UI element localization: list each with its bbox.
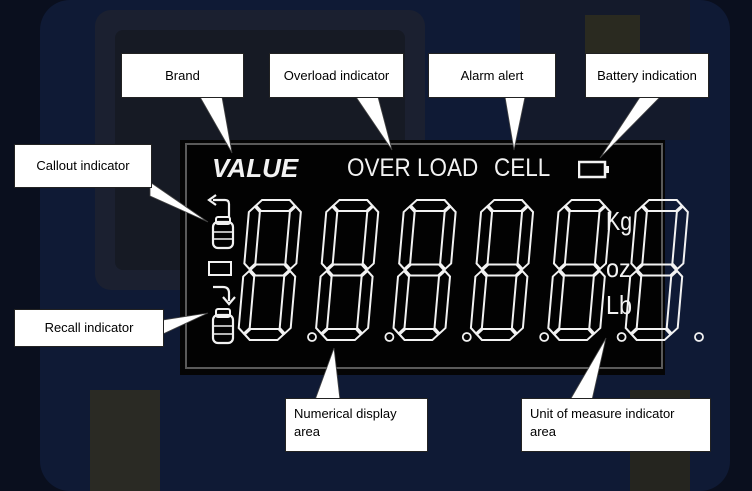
callout-recall-indicator: Recall indicator bbox=[14, 309, 164, 347]
digit-1-segment-e bbox=[237, 269, 256, 335]
digit-6-segment-a bbox=[641, 199, 684, 212]
digit-6-segment-b bbox=[671, 205, 689, 271]
digit-6-segment-d bbox=[630, 328, 672, 341]
digit-6-segment-e bbox=[624, 269, 643, 335]
overload-pointer bbox=[355, 96, 393, 151]
digit-6 bbox=[624, 199, 689, 341]
digit-2 bbox=[315, 199, 380, 341]
digit-2-segment-d bbox=[320, 328, 363, 341]
digit-5 bbox=[547, 199, 612, 341]
digit-3-segment-c bbox=[433, 269, 452, 335]
digit-4-segment-c bbox=[510, 269, 529, 335]
digit-4-segment-g bbox=[481, 263, 523, 277]
callout-indicator-pointer bbox=[149, 181, 209, 223]
digit-1-segment-d bbox=[243, 328, 285, 341]
digit-3 bbox=[392, 199, 457, 341]
cell-indicator-text: CELL bbox=[494, 154, 551, 182]
lcd-panel bbox=[185, 143, 663, 369]
callout-battery: Battery indication bbox=[585, 53, 709, 98]
digit-1-segment-b bbox=[284, 205, 302, 271]
unit-oz: oz bbox=[606, 253, 631, 283]
decimal-point-6 bbox=[694, 332, 704, 342]
decimal-point-4 bbox=[539, 332, 550, 342]
digit-2-segment-g bbox=[326, 263, 368, 277]
digit-6-segment-f bbox=[630, 205, 648, 271]
digit-5-segment-e bbox=[547, 269, 565, 335]
callout-brand: Brand bbox=[121, 53, 244, 98]
recall-weight-icon bbox=[211, 285, 236, 345]
unit-lb: Lb bbox=[606, 290, 633, 320]
callout-alarm: Alarm alert bbox=[428, 53, 556, 98]
digit-3-segment-f bbox=[398, 205, 416, 271]
brand-logo-text: VALUE bbox=[212, 153, 299, 183]
decimal-point-1 bbox=[307, 332, 317, 342]
digit-5-segment-d bbox=[552, 328, 595, 341]
callout-overload: Overload indicator bbox=[269, 53, 404, 98]
unit-label-line1: Unit of measure indicator bbox=[530, 406, 675, 421]
digit-1 bbox=[237, 199, 302, 341]
unit-label-line2: area bbox=[530, 424, 557, 439]
unit-pointer bbox=[569, 337, 607, 401]
alarm-pointer bbox=[504, 96, 526, 151]
digit-1-segment-a bbox=[254, 199, 297, 212]
unit-kg: Kg bbox=[606, 206, 633, 236]
digit-6-segment-c bbox=[665, 269, 684, 335]
decimal-point-2 bbox=[384, 332, 395, 342]
digit-4-segment-a bbox=[486, 199, 529, 212]
numerical-label-line1: Numerical display bbox=[294, 406, 397, 421]
digit-4 bbox=[469, 199, 535, 341]
callout-callout-indicator: Callout indicator bbox=[14, 144, 152, 188]
digit-2-segment-c bbox=[356, 269, 374, 335]
digit-3-segment-b bbox=[439, 205, 457, 271]
digit-5-segment-b bbox=[593, 205, 612, 271]
decimal-point-5 bbox=[616, 332, 627, 342]
numerical-pointer bbox=[314, 347, 341, 401]
numerical-label-line2: area bbox=[294, 424, 321, 439]
decimal-point-3 bbox=[461, 332, 472, 342]
digit-4-segment-d bbox=[475, 328, 518, 341]
callout-unit-of-measure: Unit of measure indicator area bbox=[521, 398, 711, 452]
digit-5-segment-c bbox=[588, 269, 606, 335]
digit-2-segment-f bbox=[320, 205, 339, 271]
digit-5-segment-f bbox=[552, 205, 571, 271]
digit-2-segment-b bbox=[361, 205, 380, 271]
digit-4-segment-f bbox=[475, 205, 494, 271]
digit-4-segment-b bbox=[516, 205, 535, 271]
digit-1-segment-g bbox=[248, 263, 291, 277]
digit-3-segment-g bbox=[403, 263, 446, 277]
callout-weight-icon bbox=[207, 194, 235, 250]
square-indicator bbox=[208, 261, 232, 276]
digit-6-segment-g bbox=[635, 263, 678, 277]
digit-3-segment-e bbox=[392, 269, 411, 335]
digit-2-segment-e bbox=[315, 269, 333, 335]
digit-3-segment-a bbox=[409, 199, 452, 212]
digit-5-segment-g bbox=[558, 263, 601, 277]
callout-numerical-display: Numerical display area bbox=[285, 398, 428, 452]
digit-4-segment-e bbox=[469, 269, 488, 335]
battery-pointer bbox=[599, 96, 661, 159]
recall-indicator-pointer bbox=[162, 312, 209, 335]
brand-pointer bbox=[199, 96, 233, 154]
digit-1-segment-f bbox=[243, 205, 261, 271]
digit-2-segment-a bbox=[332, 199, 374, 212]
digit-1-segment-c bbox=[278, 269, 297, 335]
digit-5-segment-a bbox=[564, 199, 606, 212]
battery-icon bbox=[578, 160, 609, 179]
overload-indicator-text: OVER LOAD bbox=[347, 154, 479, 182]
digit-3-segment-d bbox=[398, 328, 440, 341]
